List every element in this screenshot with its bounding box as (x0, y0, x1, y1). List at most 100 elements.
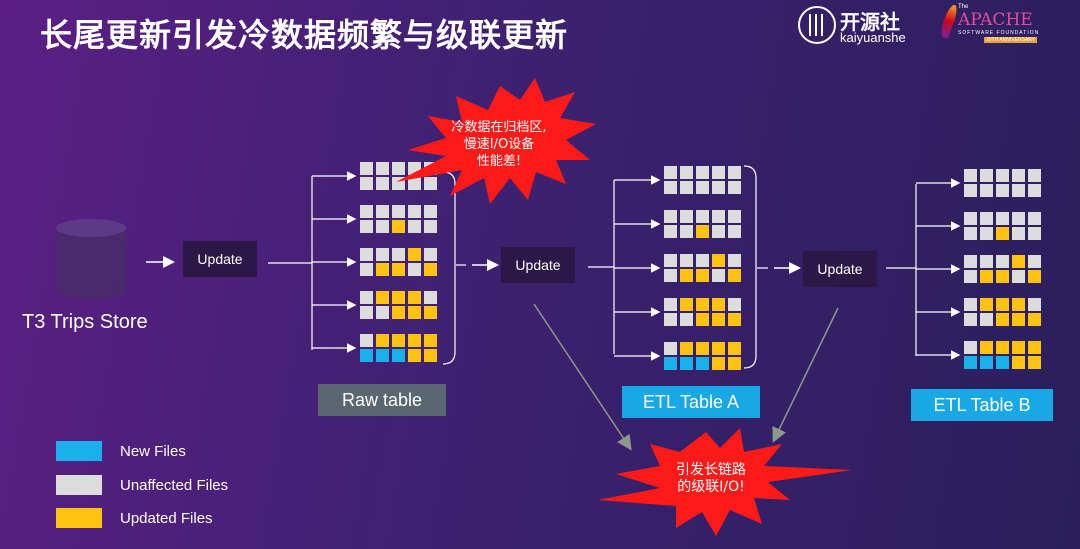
file-block (728, 181, 741, 194)
file-block (360, 291, 373, 304)
file-block (680, 269, 693, 282)
file-block (712, 254, 725, 267)
file-block (980, 169, 993, 182)
file-block (980, 341, 993, 354)
file-block (1012, 212, 1025, 225)
file-block (728, 298, 741, 311)
file-block (1012, 298, 1025, 311)
file-block (424, 306, 437, 319)
file-block (728, 166, 741, 179)
apache-the-text: The (958, 4, 969, 10)
file-block (664, 210, 677, 223)
file-block (680, 166, 693, 179)
update-box-1: Update (183, 241, 257, 277)
file-block (392, 162, 405, 175)
file-block (964, 184, 977, 197)
file-block (408, 205, 421, 218)
file-block (680, 254, 693, 267)
file-block (712, 166, 725, 179)
file-block (696, 210, 709, 223)
file-block (376, 306, 389, 319)
file-block (424, 291, 437, 304)
file-block (392, 220, 405, 233)
file-block (964, 255, 977, 268)
file-block (1012, 356, 1025, 369)
file-block (712, 298, 725, 311)
file-block (392, 306, 405, 319)
file-block (680, 210, 693, 223)
legend-label-updated: Updated Files (120, 510, 213, 527)
file-block (424, 263, 437, 276)
file-block (728, 357, 741, 370)
file-block (712, 225, 725, 238)
file-block (964, 270, 977, 283)
file-block (996, 212, 1009, 225)
file-block (424, 205, 437, 218)
kaiyuanshe-mark-icon (798, 6, 836, 44)
file-block (712, 181, 725, 194)
file-block (408, 291, 421, 304)
file-block (360, 263, 373, 276)
file-block (664, 166, 677, 179)
legend-swatch-updated (56, 508, 102, 528)
file-block (996, 341, 1009, 354)
file-block (1012, 270, 1025, 283)
file-block (424, 349, 437, 362)
file-block (712, 342, 725, 355)
file-block (392, 349, 405, 362)
file-block (1028, 341, 1041, 354)
file-block (728, 210, 741, 223)
file-block (392, 334, 405, 347)
apache-anniversary-text: 20TH ANNIVERSARY (984, 37, 1038, 43)
file-block (996, 356, 1009, 369)
file-block (376, 248, 389, 261)
apache-logo: The APACHE SOFTWARE FOUNDATION 20TH ANNI… (938, 3, 1070, 44)
file-block (712, 313, 725, 326)
file-block (408, 334, 421, 347)
file-block (376, 220, 389, 233)
file-block (664, 181, 677, 194)
page-title: 长尾更新引发冷数据频繁与级联更新 (40, 16, 569, 54)
file-block (712, 210, 725, 223)
file-block (964, 341, 977, 354)
arrow-update2-to-burst (533, 303, 632, 451)
file-block (664, 342, 677, 355)
file-block (680, 225, 693, 238)
source-label: T3 Trips Store (22, 311, 148, 333)
file-block (360, 177, 373, 190)
file-block (360, 306, 373, 319)
file-block (360, 334, 373, 347)
file-block (996, 313, 1009, 326)
file-block (408, 248, 421, 261)
callout-burst-top (396, 78, 596, 204)
file-block (376, 349, 389, 362)
file-block (980, 184, 993, 197)
callout-bottom-text: 引发长链路 的级联I/O! (676, 462, 746, 495)
kaiyuanshe-cn-text: 开源社 (840, 10, 900, 34)
file-block (376, 263, 389, 276)
file-block (996, 184, 1009, 197)
file-block (1012, 169, 1025, 182)
apache-name-text: APACHE (958, 10, 1033, 30)
file-block (696, 298, 709, 311)
file-block (392, 291, 405, 304)
file-block (1028, 227, 1041, 240)
file-block (728, 342, 741, 355)
file-block (728, 313, 741, 326)
file-block (664, 357, 677, 370)
file-block (964, 227, 977, 240)
file-block (1028, 255, 1041, 268)
file-block (360, 220, 373, 233)
kaiyuanshe-logo: 开源社 kaiyuanshe (798, 6, 928, 46)
file-block (728, 254, 741, 267)
file-block (424, 177, 437, 190)
file-block (996, 169, 1009, 182)
table-label-etl-a: ETL Table A (622, 386, 760, 418)
kaiyuanshe-en-text: kaiyuanshe (840, 30, 906, 45)
file-block (408, 306, 421, 319)
table-label-etl-b: ETL Table B (911, 389, 1053, 421)
file-block (696, 225, 709, 238)
file-block (1012, 184, 1025, 197)
fanout-group-2 (588, 180, 615, 354)
